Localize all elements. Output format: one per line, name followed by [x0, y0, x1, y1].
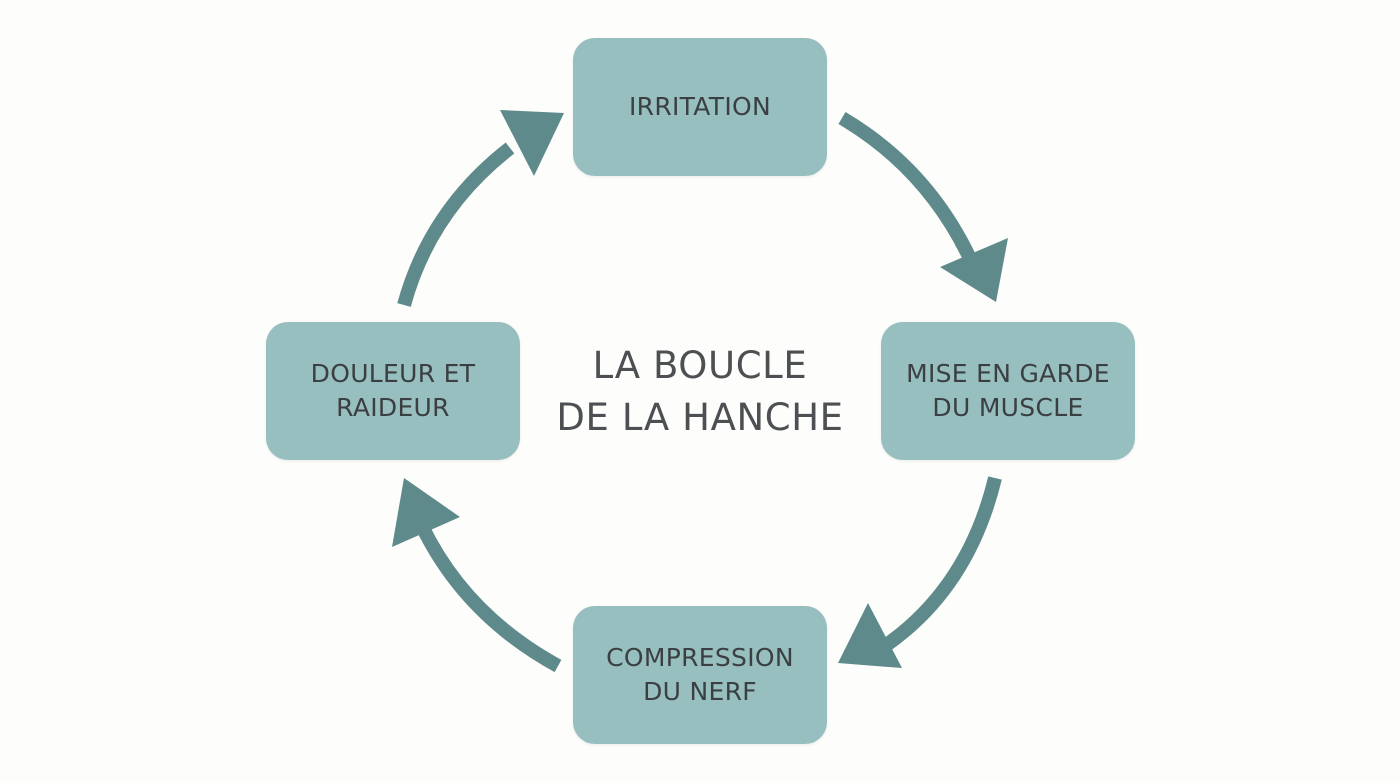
node-irritation: IRRITATION: [573, 38, 827, 176]
arrow-muscle-to-nerf: [838, 476, 1002, 668]
node-irritation-label: IRRITATION: [628, 92, 771, 121]
node-douleur-et-raideur: DOULEUR ET RAIDEUR: [266, 322, 520, 460]
arrow-douleur-to-irritation: [397, 110, 564, 307]
node-mise-en-garde-du-muscle: MISE EN GARDE DU MUSCLE: [881, 322, 1135, 460]
node-mise-en-garde-label: MISE EN GARDE DU MUSCLE: [906, 359, 1110, 422]
arrow-irritation-to-muscle: [838, 111, 1008, 302]
arrow-nerf-to-douleur: [392, 478, 562, 673]
diagram-title: LA BOUCLE DE LA HANCHE: [556, 344, 844, 439]
node-douleur-label: DOULEUR ET RAIDEUR: [310, 359, 476, 422]
node-compression-label: COMPRESSION DU NERF: [606, 643, 794, 706]
node-compression-du-nerf: COMPRESSION DU NERF: [573, 606, 827, 744]
